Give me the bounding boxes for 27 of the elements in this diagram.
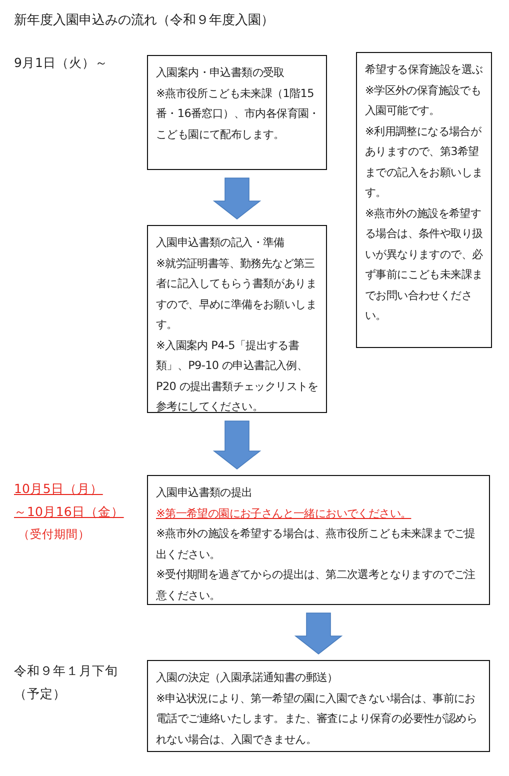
step-heading: 入園案内・申込書類の受取: [156, 65, 286, 81]
date-label: 9月1日（火）～: [14, 54, 108, 72]
note-text: ※申込状況により、第一希望の園に入園できない場合は、事前にお電話でご連絡いたします。また、審査により保育の必要性が認められない場合は、入園できません。: [156, 690, 478, 748]
step-heading: 入園申込書類の記入・準備: [156, 235, 286, 251]
note-text: ※受付期間を過ぎてからの提出は、第二次選考となりますのでご注意ください。: [156, 567, 476, 604]
step-heading: 入園申込書類の提出: [156, 485, 254, 501]
note-text: ※入園案内 P4-5「提出する書類」、P9-10 の申込書記入例、P20 の提出書類チェックリストを参考にしてください。: [156, 338, 320, 415]
step-box: [356, 52, 492, 348]
block-arrow: [294, 612, 343, 654]
note-text: ※燕市役所こども未来課（1階15番・16番窓口）、市内各保育園・こども園にて配布します。: [156, 86, 320, 142]
note-text: ※利用調整になる場合がありますので、第3希望までの記入をお願いします。: [365, 124, 484, 201]
block-arrow: [212, 178, 262, 220]
step-box: [147, 475, 490, 605]
note-text: ※燕市外の施設を希望する場合は、燕市役所こども未来課までご提出ください。: [156, 526, 476, 562]
note-text: ※就労証明書等、勤務先など第三者に記入してもらう書類がありますので、早めに準備をお願いします。: [156, 256, 318, 333]
date-label: （受付期間）: [18, 526, 90, 543]
step-heading: 入園の決定（入園承諾通知書の郵送）: [156, 670, 339, 686]
title: 新年度入園申込みの流れ（令和９年度入園）: [14, 12, 274, 30]
step-box: [147, 225, 327, 413]
step-heading: 希望する保育施設を選ぶ: [365, 62, 484, 78]
step-box: [147, 55, 327, 170]
date-label: 令和９年１月下旬: [14, 662, 118, 680]
note-text: ※学区外の保育施設でも入園可能です。: [365, 82, 482, 119]
date-label: （予定）: [14, 685, 66, 703]
block-arrow: [212, 420, 262, 470]
note-text: ※燕市外の施設を希望する場合は、条件や取り扱いが異なりますので、必ず事前にこども未来課までお問い合わせください。: [365, 206, 484, 324]
step-box: [147, 660, 490, 752]
